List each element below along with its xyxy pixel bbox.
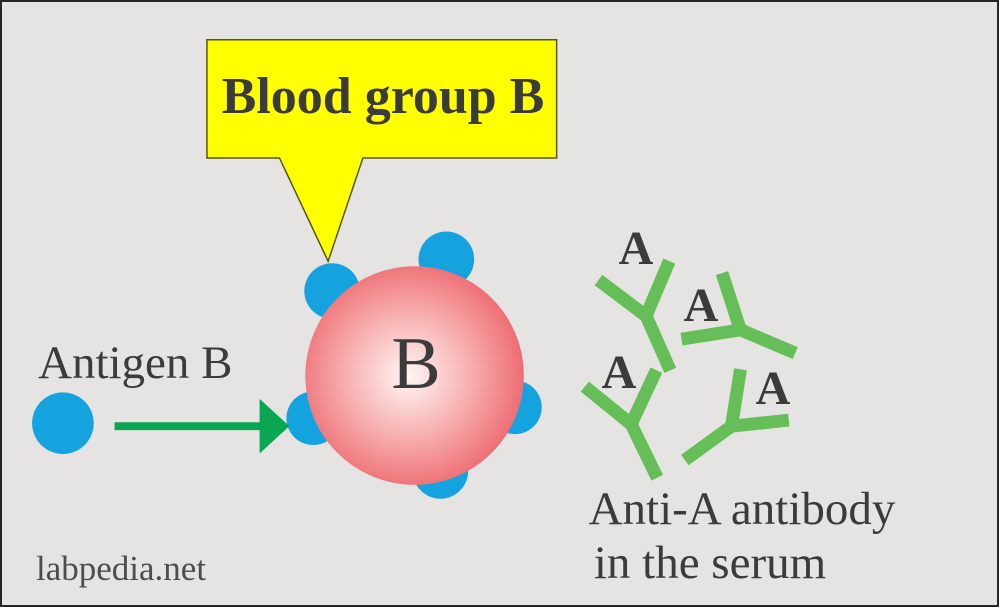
antibody-y-icon (737, 323, 798, 360)
watermark: labpedia.net (36, 549, 207, 588)
antibody-y-icon (730, 413, 790, 433)
callout-balloon (206, 39, 558, 264)
antibody-y-icon (625, 367, 663, 427)
antibody-label: A (755, 362, 791, 415)
antibody-caption-line2: in the serum (593, 537, 827, 589)
antibody-y-icon (681, 420, 736, 466)
free-antigen-circle (32, 392, 94, 455)
antibody-y-icon (640, 313, 677, 373)
arrow-right-icon (114, 398, 290, 454)
antigen-caption: Antigen B (38, 337, 233, 389)
antibody-label: A (618, 222, 654, 275)
antibody-label: A (683, 279, 719, 332)
antibody-y-icon (580, 381, 636, 430)
antibody-y-icon (640, 258, 676, 319)
antibody-y-icon (625, 421, 664, 481)
antibody-y-icon (680, 323, 742, 346)
antibody-y-icon (594, 274, 650, 322)
antibody-caption-line1: Anti-A antibody (588, 483, 896, 535)
antibody-y-icon (725, 368, 747, 428)
cell-letter: B (391, 323, 441, 405)
red-blood-cell (305, 266, 524, 485)
antibody-y-icon (715, 271, 747, 332)
callout-label: Blood group B (221, 67, 545, 125)
antibody-label: A (601, 346, 637, 399)
